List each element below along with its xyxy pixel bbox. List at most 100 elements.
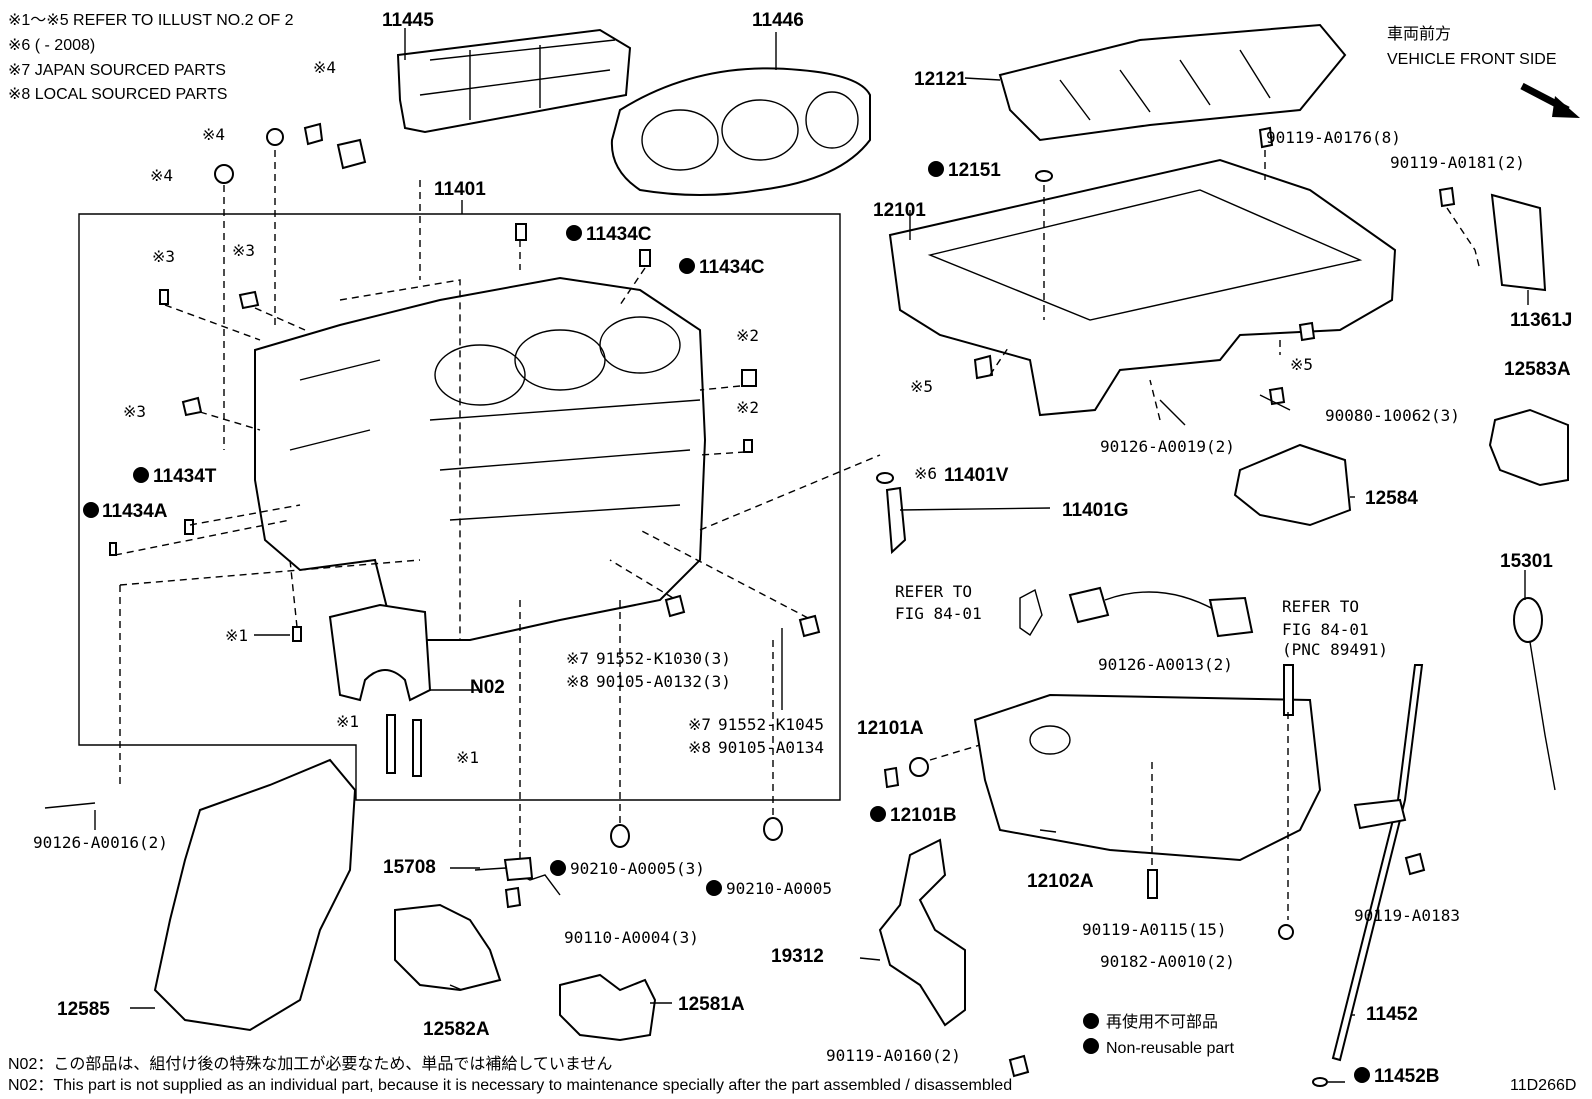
non-reusable-dot (550, 860, 566, 876)
label-90119-A0181: 90119-A0181(2) (1390, 153, 1525, 172)
label-90105-A0134: 90105-A0134 (718, 738, 824, 757)
label-11434C-1: 11434C (586, 224, 652, 245)
label-90126-A0016: 90126-A0016(2) (33, 833, 168, 852)
part-N02-bearing-cap (328, 603, 432, 702)
label-12584: 12584 (1365, 488, 1418, 509)
note-japan-sourced: ※7 JAPAN SOURCED PARTS (8, 62, 226, 79)
mark-1-a: ※1 (225, 626, 248, 645)
refer-left-line2: FIG 84-01 (895, 604, 982, 623)
label-91552-K1045: 91552-K1045 (718, 715, 824, 734)
front-arrow-icon (1520, 82, 1580, 118)
label-15708: 15708 (383, 857, 436, 878)
label-19312: 19312 (771, 946, 824, 967)
refer-left-line1: REFER TO (895, 582, 972, 601)
note-local-sourced: ※8 LOCAL SOURCED PARTS (8, 86, 227, 103)
fasteners (44, 122, 1456, 1087)
part-12583A-pad (1488, 408, 1569, 487)
bore-1 (434, 344, 526, 406)
non-reusable-dot (83, 502, 99, 518)
footnote-en: N02：This part is not supplied as an indi… (8, 1077, 1012, 1094)
part-12585-insulator (153, 758, 357, 1032)
label-12102A: 12102A (1027, 871, 1094, 892)
label-90210-A0005: 90210-A0005 (726, 879, 832, 898)
label-11452B: 11452B (1374, 1066, 1440, 1087)
part-11401V-oring (876, 472, 894, 484)
part-15301-dipstick-handle (1513, 597, 1543, 643)
part-11361J-plate (1490, 193, 1547, 292)
legend-text-jp: 再使用不可部品 (1106, 1013, 1218, 1031)
label-11434C-2: 11434C (699, 257, 765, 278)
part-11445-shape (396, 28, 632, 134)
mark-5-a: ※5 (1290, 355, 1313, 374)
non-reusable-dot (1354, 1067, 1370, 1083)
part-15301-dipstick-rod (1529, 641, 1556, 791)
part-12584-pad (1233, 443, 1352, 527)
label-90126-A0013: 90126-A0013(2) (1098, 655, 1233, 674)
label-N02: N02 (470, 677, 505, 698)
label-12121: 12121 (914, 69, 967, 90)
label-12583A: 12583A (1504, 359, 1571, 380)
label-12582A: 12582A (423, 1019, 490, 1040)
label-11401: 11401 (434, 179, 486, 200)
part-12581A-insulator (559, 973, 657, 1042)
label-90126-A0019: 90126-A0019(2) (1100, 437, 1235, 456)
mark-2-a: ※2 (736, 326, 759, 345)
diagram-id: 11D266D (1510, 1077, 1576, 1094)
footnote-jp: N02：この部品は、組付け後の特殊な加工が必要なため、単品では補給していません (8, 1055, 612, 1073)
label-11434T: 11434T (153, 466, 217, 487)
mark-3-b: ※3 (232, 241, 255, 260)
mark-4-b: ※4 (150, 166, 173, 185)
label-12585: 12585 (57, 999, 110, 1020)
label-90105-A0132: 90105-A0132(3) (596, 672, 731, 691)
assembly-lines (114, 150, 1481, 920)
mark-2-b: ※2 (736, 398, 759, 417)
part-12121-baffle (998, 23, 1347, 142)
oil-sensor-connector (1208, 596, 1254, 638)
label-90210-A0005-3: 90210-A0005(3) (570, 859, 705, 878)
non-reusable-dot (679, 258, 695, 274)
non-reusable-dot (566, 225, 582, 241)
part-15708-bracket (474, 867, 561, 896)
mark-1-b: ※1 (336, 712, 359, 731)
mark-5-b: ※5 (910, 377, 933, 396)
label-12581A: 12581A (678, 994, 745, 1015)
non-reusable-dot (706, 880, 722, 896)
legend-text-en: Non-reusable part (1106, 1040, 1235, 1057)
non-reusable-dot (928, 161, 944, 177)
non-reusable-dot (133, 467, 149, 483)
mark-7-b: ※7 (688, 715, 711, 734)
part-11401G-dowel (885, 486, 907, 555)
refer-right-line2: FIG 84-01 (1282, 620, 1369, 639)
mark-8-b: ※8 (688, 738, 711, 757)
refer-right-line1: REFER TO (1282, 597, 1359, 616)
bore-3 (599, 316, 681, 374)
label-12101A: 12101A (857, 718, 924, 739)
legend-dot-jp (1083, 1013, 1099, 1029)
label-15301: 15301 (1500, 551, 1553, 572)
label-90119-A0160: 90119-A0160(2) (826, 1046, 961, 1065)
part-12102A-oil-pan (973, 693, 1322, 862)
part-11445-detail (419, 39, 616, 120)
part-11446-hole-3 (805, 91, 859, 149)
leader-lines (94, 28, 1529, 1083)
label-11401V: 11401V (944, 465, 1009, 486)
sensor-bracket (1019, 588, 1043, 637)
part-12101-oil-pan-upper (888, 158, 1397, 417)
label-12101B: 12101B (890, 805, 957, 826)
oil-sensor-body (1068, 586, 1110, 624)
note-date-range: ※6 ( - 2008) (8, 37, 95, 54)
mark-4-top: ※4 (313, 58, 336, 77)
pan-upper-inner (927, 189, 1363, 321)
label-11401G: 11401G (1062, 500, 1129, 521)
part-15708-body (503, 856, 534, 882)
bore-2 (514, 329, 606, 391)
guide-bracket (1353, 798, 1407, 830)
vehicle-front-jp: 車両前方 (1387, 25, 1451, 43)
part-11446-hole-1 (641, 109, 719, 171)
label-91552-K1030: 91552-K1030(3) (596, 649, 731, 668)
label-90080-10062: 90080-10062(3) (1325, 406, 1460, 425)
mark-1-c: ※1 (456, 748, 479, 767)
label-12151: 12151 (948, 160, 1001, 181)
baffle-ribs (1059, 49, 1271, 121)
